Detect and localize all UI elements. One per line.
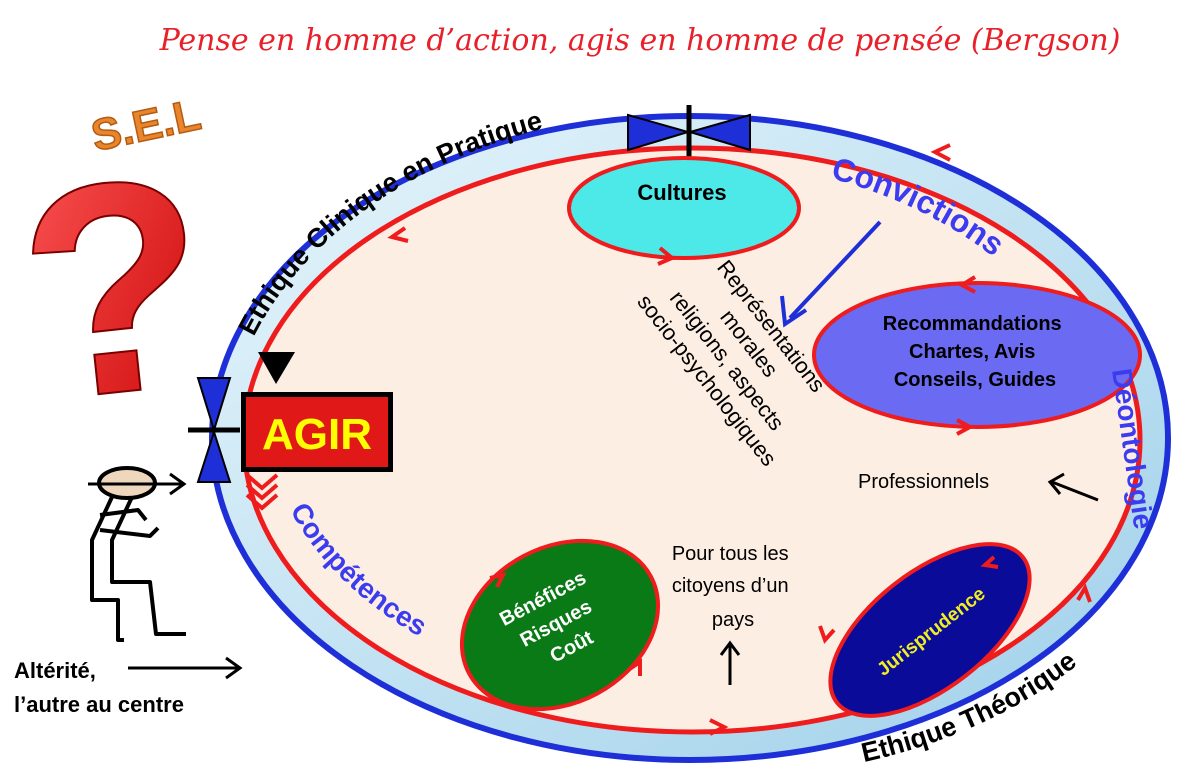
citoyens-line: pays [712,609,754,631]
citoyens-line: Pour tous les [672,543,789,565]
professionnels-label: Professionnels [858,471,989,493]
alterite-text: Altérité, l’autre au centre [14,658,184,717]
alterite-arrow [128,656,243,680]
chevrons-icon [245,473,279,511]
benefices-arrow [626,658,642,676]
convictions-arrow [780,220,882,328]
recommandations-line: Recommandations [883,313,1062,335]
bowtie-top [627,105,751,158]
recommandations-line: Conseils, Guides [894,369,1056,391]
benefices-bubble: Bénéfices Risques Coût [459,538,661,712]
jurisprudence-arrow [980,555,999,569]
bowtie-left [188,377,240,483]
agir-box: AGIR [241,392,393,472]
ring-arrows [387,143,1092,736]
jurisprudence-bubble: Jurisprudence [828,542,1032,718]
cultures-bubble: Cultures [567,156,801,266]
pointer-triangle [258,352,295,384]
head-arrow [88,472,187,496]
bergson-quote: Pense en homme d’action, agis en homme d… [159,23,1121,58]
alterite-line: Altérité, [14,658,96,683]
citoyens-text: Pour tous les citoyens d’un pays [672,543,794,631]
recommandations-bubble: Recommandations Chartes, Avis Conseils, … [812,275,1142,436]
benefices-arrow [489,572,507,588]
agir-label: AGIR [262,410,372,459]
jurisprudence-arrow [818,625,836,644]
professionnels-arrow [1047,472,1099,502]
question-mark-icon: ? [6,111,223,464]
cultures-label: Cultures [637,180,726,205]
citoyens-line: citoyens d’un [672,575,789,597]
alterite-line: l’autre au centre [14,692,184,717]
recommandations-line: Chartes, Avis [909,341,1035,363]
recommandations-text: Recommandations Chartes, Avis Conseils, … [883,313,1068,391]
citoyens-arrow [719,640,741,685]
